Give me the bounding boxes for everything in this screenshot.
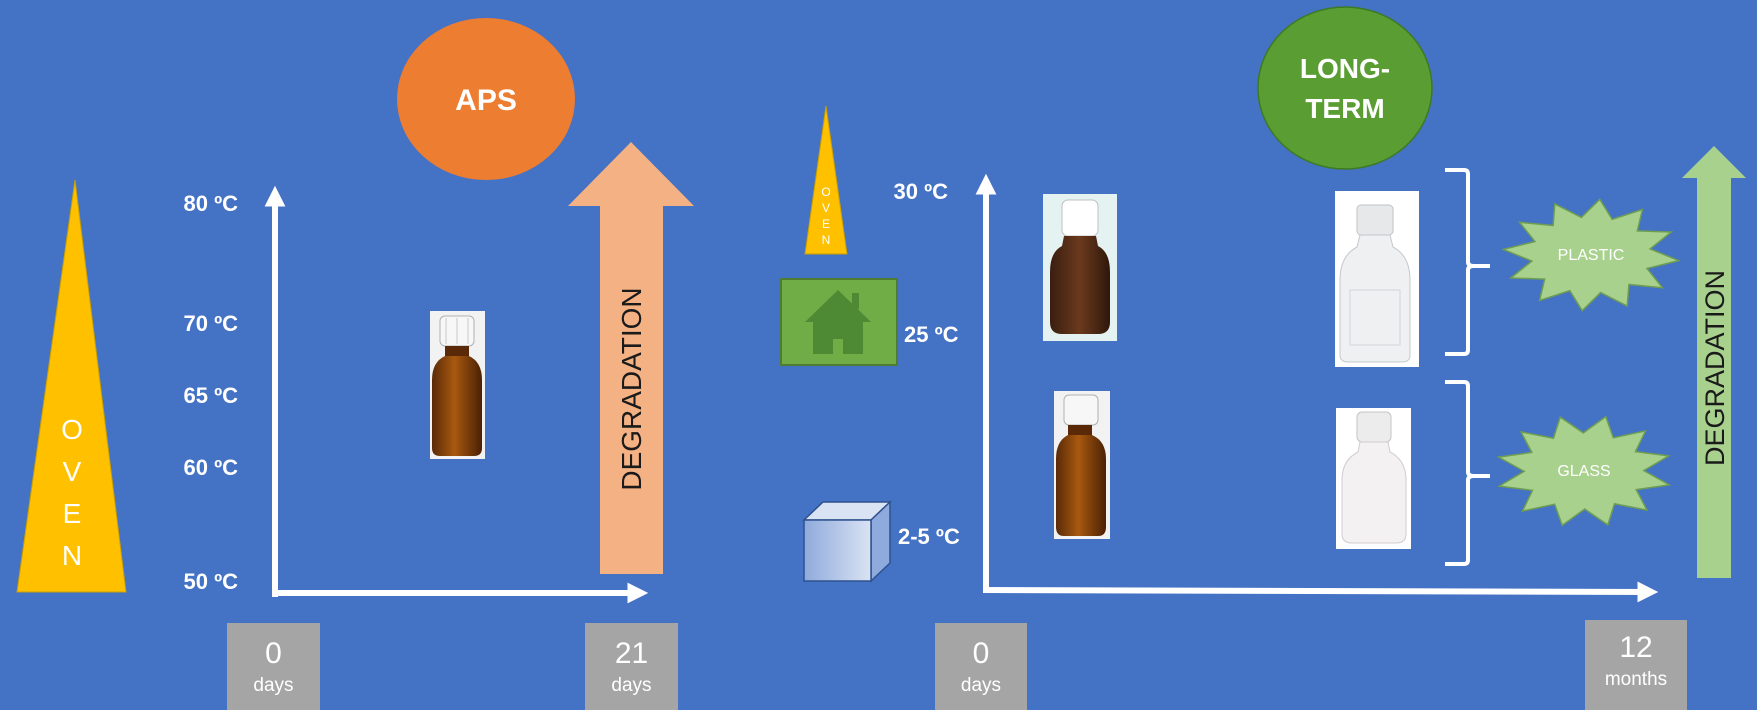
lt-time-start-box: 0 days [935, 623, 1027, 710]
aps-temp-70: 70 ºC [183, 311, 238, 336]
long-term-badge: LONG- TERM [1257, 6, 1433, 170]
aps-degradation-label: DEGRADATION [616, 287, 647, 490]
aps-title: APS [455, 84, 517, 117]
long-term-title-line1: LONG- [1300, 53, 1390, 84]
aps-time-start-value: 0 [265, 637, 282, 670]
aps-temp-60: 60 ºC [183, 455, 238, 480]
lt-temp-2-5: 2-5 ºC [898, 524, 960, 549]
long-term-title-line2: TERM [1305, 93, 1384, 124]
aps-time-end-value: 21 [614, 637, 649, 670]
lt-time-end-value: 12 [1619, 631, 1653, 664]
aps-degradation-arrow: DEGRADATION [568, 142, 694, 574]
aps-time-start-box: 0 days [227, 623, 320, 710]
plastic-burst: PLASTIC [1501, 198, 1681, 312]
plastic-bracket [1445, 168, 1490, 356]
lt-time-start-value: 0 [972, 637, 990, 670]
aps-temp-65: 65 ºC [183, 383, 238, 408]
glass-bottle-icon [1336, 408, 1411, 549]
amber-bottle-icon [430, 311, 485, 459]
lt-time-end-box: 12 months [1585, 620, 1687, 710]
long-term-axes [975, 173, 1659, 603]
lt-temp-25: 25 ºC [904, 322, 959, 347]
long-term-degradation-label: DEGRADATION [1700, 270, 1730, 466]
lt-temp-30: 30 ºC [893, 179, 948, 204]
amber-bottle-icon [1054, 391, 1110, 539]
aps-axes [264, 185, 649, 604]
aps-temp-50: 50 ºC [183, 569, 238, 594]
glass-label: GLASS [1557, 463, 1610, 480]
amber-bottle-icon [1043, 194, 1117, 341]
plastic-label: PLASTIC [1558, 247, 1625, 264]
house-icon [780, 278, 898, 366]
aps-time-end-box: 21 days [585, 623, 678, 710]
fridge-icon [802, 500, 892, 583]
lt-time-end-unit: months [1604, 669, 1668, 690]
glass-burst: GLASS [1496, 415, 1672, 527]
long-term-degradation-arrow: DEGRADATION [1682, 146, 1746, 578]
aps-time-start-unit: days [253, 675, 294, 696]
lt-time-start-unit: days [960, 675, 1002, 696]
aps-time-end-unit: days [611, 675, 652, 696]
plastic-bottle-icon [1335, 191, 1419, 367]
aps-badge: APS [397, 18, 575, 180]
aps-temp-80: 80 ºC [183, 191, 238, 216]
glass-bracket [1445, 380, 1490, 566]
